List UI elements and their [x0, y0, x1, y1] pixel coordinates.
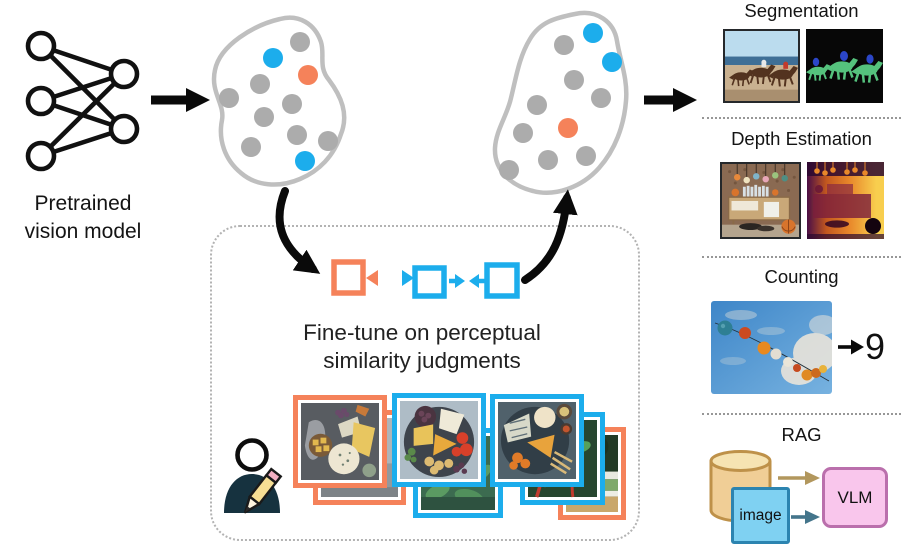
rag-image-label: image	[739, 506, 782, 524]
arrow-model-to-embedding	[151, 88, 210, 112]
embedding-dot-orange	[558, 118, 578, 138]
anchor-square-orange	[331, 259, 366, 296]
depth-map-image	[807, 162, 884, 239]
finetune-caption: Fine-tune on perceptual similarity judgm…	[238, 319, 606, 375]
embedding-dot-gray	[254, 107, 274, 127]
segmentation-mask-image	[806, 29, 883, 103]
embedding-dot-gray	[564, 70, 584, 90]
repel-arrowhead-left	[366, 270, 378, 286]
similar-square-blue-1	[412, 265, 447, 299]
task-title-counting: Counting	[764, 266, 839, 287]
tasks-column: Segmentation	[700, 0, 903, 549]
judgment-image-cheese-3	[490, 394, 584, 487]
separator-2	[702, 256, 901, 258]
counting-input-image	[711, 301, 832, 394]
rag-vlm-label: VLM	[837, 487, 873, 507]
embedding-dot-gray	[282, 94, 302, 114]
embedding-dot-gray	[538, 150, 558, 170]
embedding-dot-blue	[602, 52, 622, 72]
nn-nodes	[25, 30, 140, 172]
embedding-dot-blue	[583, 23, 603, 43]
embedding-dot-gray	[527, 95, 547, 115]
pretrained-label-line2: vision model	[24, 220, 142, 244]
pencil-icon	[244, 467, 283, 514]
pretrained-model-label: Pretrained vision model	[0, 190, 166, 247]
embedding-dot-gray	[318, 131, 338, 151]
embedding-dot-gray	[591, 88, 611, 108]
rag-arrows	[778, 471, 820, 524]
task-title-rag: RAG	[781, 424, 822, 445]
embedding-space-before	[211, 15, 347, 187]
judgment-image-cheese-2	[392, 393, 486, 487]
embedding-dots-before	[219, 32, 338, 171]
embedding-dot-gray	[287, 125, 307, 145]
depth-input-image	[720, 162, 801, 239]
task-title-segmentation: Segmentation	[744, 0, 859, 21]
embedding-dot-gray	[219, 88, 239, 108]
embedding-dot-gray	[290, 32, 310, 52]
judgment-image-cheese-1	[293, 395, 387, 488]
rag-image-box: image	[731, 487, 790, 544]
embedding-dot-gray	[241, 137, 261, 157]
pretrained-label-line1: Pretrained	[34, 192, 132, 215]
embedding-dot-gray	[554, 35, 574, 55]
embedding-dots-after	[499, 23, 622, 180]
embedding-dot-gray	[499, 160, 519, 180]
finetune-caption-line1: Fine-tune on perceptual	[303, 320, 541, 345]
separator-3	[702, 413, 901, 415]
neural-network-icon	[25, 30, 140, 172]
embedding-dot-gray	[250, 74, 270, 94]
embedding-dot-gray	[513, 123, 533, 143]
embedding-dot-orange	[298, 65, 318, 85]
embedding-dot-blue	[263, 48, 283, 68]
separator-1	[702, 117, 901, 119]
person-head	[235, 438, 269, 472]
attract-arrowhead-left	[455, 274, 465, 288]
finetune-box	[210, 225, 640, 541]
arrow-counting-result	[838, 339, 864, 355]
arrow-down-to-finetune	[275, 187, 321, 274]
segmentation-input-image	[723, 29, 800, 103]
triplet-squares	[331, 259, 520, 299]
embedding-space-after	[492, 10, 629, 195]
rag-vlm-box: VLM	[822, 467, 888, 528]
embedding-dot-blue	[295, 151, 315, 171]
task-title-depth: Depth Estimation	[731, 128, 872, 149]
arrow-up-from-finetune	[521, 189, 578, 284]
repel-arrowhead-right	[402, 270, 414, 286]
finetune-caption-line2: similarity judgments	[323, 347, 521, 373]
arrow-embedding-to-tasks	[644, 88, 697, 112]
attract-arrowhead-right	[469, 274, 479, 288]
similar-square-blue-2	[484, 262, 520, 299]
counting-result: 9	[865, 326, 886, 367]
person-with-pencil-icon	[224, 438, 283, 514]
embedding-dot-gray	[576, 146, 596, 166]
